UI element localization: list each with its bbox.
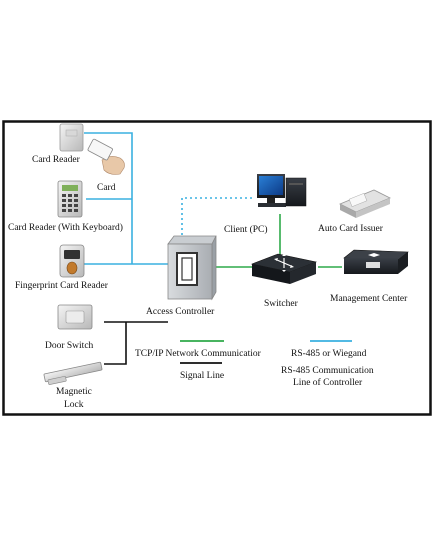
signal-lines: [104, 321, 168, 365]
hand-card-icon: [87, 138, 125, 175]
rs485-lines: [84, 132, 168, 265]
access-controller-label: Access Controller: [146, 307, 215, 317]
management-center-label: Management Center: [330, 294, 408, 304]
client-pc-label: Client (PC): [224, 224, 268, 235]
legend-tcpip-label: TCP/IP Network Communicatior: [135, 349, 262, 359]
signal-line-lock: [104, 322, 127, 365]
door-switch-icon: [57, 304, 93, 330]
legend-rs485-wiegand-label: RS-485 or Wiegand: [291, 349, 367, 359]
fingerprint-reader-label: Fingerprint Card Reader: [15, 281, 109, 291]
legend-rs485-controller-label-line2: Line of Controller: [293, 377, 363, 388]
legend-signal-label: Signal Line: [180, 371, 224, 381]
magnetic-lock-label-line2: Lock: [64, 400, 84, 410]
magnetic-lock-label-line1: Magnetic: [56, 387, 92, 397]
legend-rs485-controller-label-line1: RS-485 Communication: [281, 366, 374, 376]
legend: TCP/IP Network Communicatior Signal Line…: [135, 340, 374, 388]
card-label: Card: [97, 183, 116, 193]
access-controller-icon: [167, 235, 217, 301]
rs485-line-card-reader: [84, 132, 133, 264]
switcher-label: Switcher: [264, 299, 299, 309]
card-reader-label: Card Reader: [32, 155, 81, 165]
rs485-dotted-line-client: [181, 197, 252, 240]
management-center-icon: [343, 249, 409, 274]
auto-card-issuer-icon: [339, 189, 391, 218]
door-switch-label: Door Switch: [45, 341, 94, 351]
keyboard-card-reader-icon: [57, 180, 83, 218]
card-reader-keyboard-label: Card Reader (With Keyboard): [8, 222, 123, 233]
switcher-icon: [250, 253, 318, 284]
magnetic-lock-icon: [43, 361, 103, 385]
auto-card-issuer-label: Auto Card Issuer: [318, 224, 384, 234]
client-pc-icon: [257, 174, 307, 207]
card-reader-icon: [59, 123, 84, 152]
fingerprint-reader-icon: [59, 244, 85, 278]
tcpip-lines: [212, 214, 342, 268]
